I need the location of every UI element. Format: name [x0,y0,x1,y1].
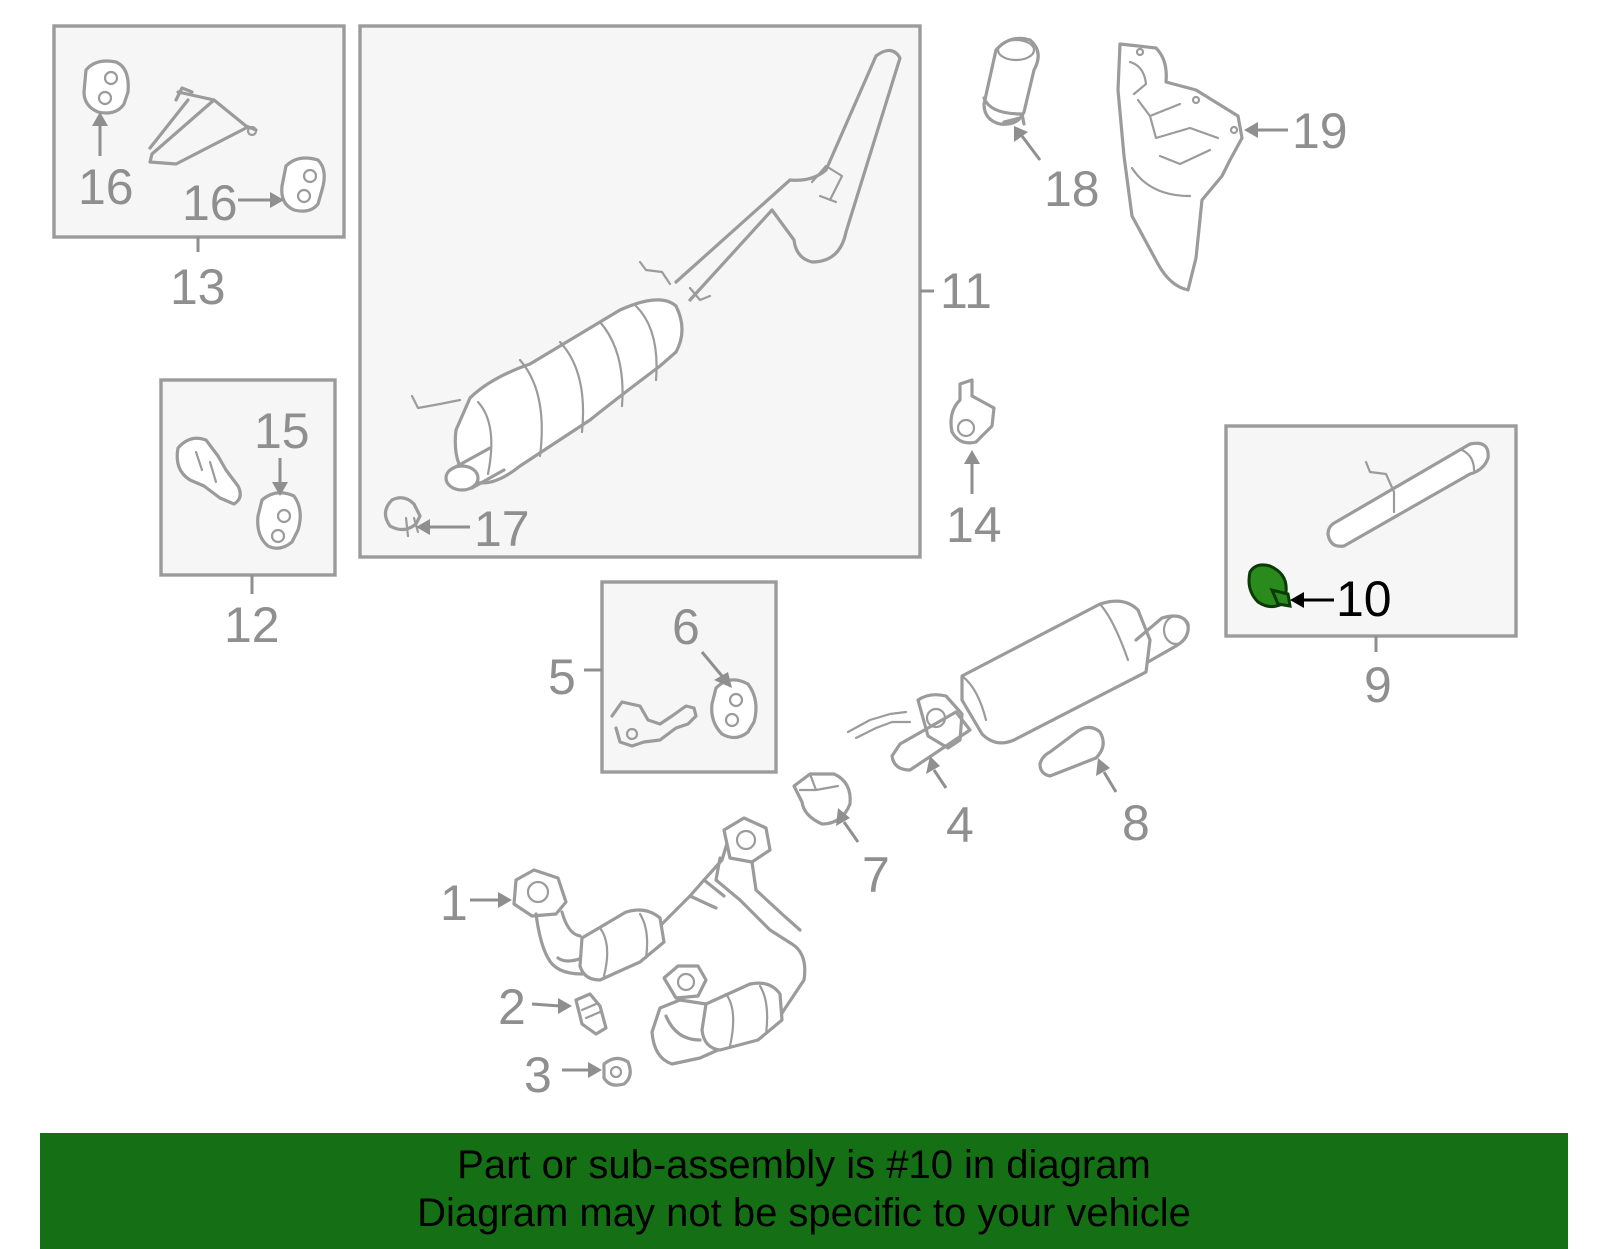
hanger-bracket-14 [949,378,996,445]
hanger-insulator-15 [256,491,302,550]
callout-15: 15 [254,403,310,459]
callout-2: 2 [498,979,526,1035]
hanger-bracket-13 [148,86,258,166]
oxygen-sensor-2 [574,992,608,1036]
callout-3: 3 [524,1047,552,1103]
group-box-9 [1224,424,1518,652]
bolt-8 [1038,725,1105,778]
muffler-4 [846,599,1190,772]
callout-19: 19 [1292,103,1348,159]
nut-3 [602,1056,632,1087]
info-banner: Part or sub-assembly is #10 in diagram D… [40,1133,1568,1249]
callout-6: 6 [672,599,700,655]
y-pipe-catalytic-converter-1 [512,816,807,1066]
callout-16b: 16 [182,175,238,231]
clamp-10-highlighted[interactable] [1247,563,1292,609]
outlet-pipe-11 [444,446,506,492]
callout-5: 5 [548,649,576,705]
callout-7: 7 [862,847,890,903]
group-box-5 [584,580,778,774]
hanger-insulator-6 [710,678,758,740]
callout-8: 8 [1122,795,1150,851]
callout-17: 17 [474,501,530,557]
callout-16a: 16 [78,159,134,215]
callout-18: 18 [1044,161,1100,217]
tailpipe-11 [674,48,902,302]
group-box-11 [358,24,934,559]
callout-13: 13 [170,259,226,315]
group-box-13 [52,24,346,252]
clamp-17 [383,496,422,538]
hanger-insulator-16a [82,59,130,115]
hanger-12 [175,436,242,506]
callout-1: 1 [440,875,468,931]
heat-shield-19 [1116,42,1244,292]
callout-10[interactable]: 10 [1336,571,1392,627]
callout-9: 9 [1364,657,1392,713]
group-box-12 [159,378,337,594]
hanger-insulator-16b [280,156,326,213]
callout-11: 11 [940,263,992,319]
banner-line-1: Part or sub-assembly is #10 in diagram [457,1143,1151,1187]
hanger-5 [610,700,698,748]
pipe-connector-18 [982,36,1040,126]
pipe-9 [1326,441,1490,548]
callout-12: 12 [224,597,280,653]
callout-4: 4 [946,797,974,853]
callout-14: 14 [946,497,1002,553]
banner-line-2: Diagram may not be specific to your vehi… [417,1191,1191,1235]
